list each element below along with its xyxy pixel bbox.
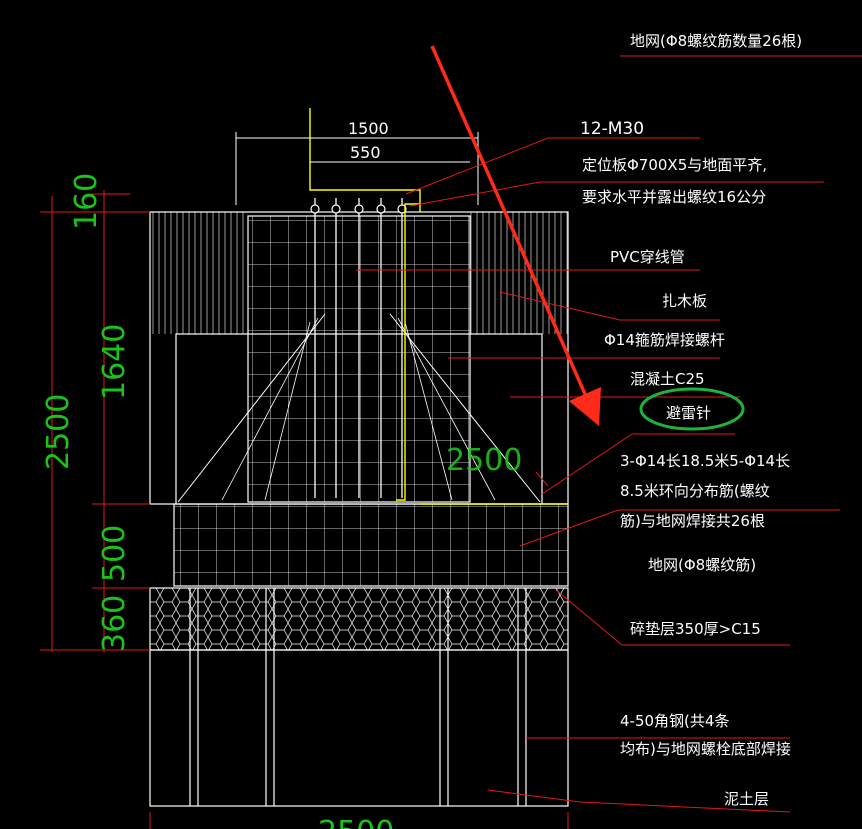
- label-soil: 泥土层: [724, 790, 769, 808]
- label-gravel: 碎垫层350厚>C15: [630, 620, 761, 638]
- label-concrete: 混凝土C25: [630, 370, 705, 388]
- leader-lines: [356, 55, 862, 813]
- dimension-lines: [235, 132, 479, 205]
- label-pvc: PVC穿线管: [610, 248, 685, 266]
- label-ring-line2: 8.5米环向分布筋(螺纹: [620, 482, 770, 500]
- label-ring-line1: 3-Φ14长18.5米5-Φ14长: [620, 452, 790, 470]
- dim-1500: 1500: [348, 119, 389, 138]
- dim-550: 550: [350, 143, 381, 162]
- dim-left-360: 360: [97, 595, 132, 652]
- label-rebar-bolt: Φ14箍筋焊接螺杆: [604, 331, 725, 349]
- foundation-structure: [149, 108, 569, 807]
- dim-mid-2500: 2500: [446, 443, 522, 478]
- dim-left-2500: 2500: [41, 394, 76, 470]
- label-angle-line1: 4-50角钢(共4条: [620, 712, 729, 730]
- dim-left-1640: 1640: [97, 324, 132, 400]
- label-plate-line2: 要求水平并露出螺纹16公分: [582, 188, 766, 206]
- label-ground-net: 地网(Φ8螺纹筋): [648, 556, 756, 574]
- label-ring-line3: 筋)与地网焊接共26根: [620, 512, 765, 530]
- label-plate-line1: 定位板Φ700X5与地面平齐,: [582, 156, 767, 174]
- label-lightning-rod: 避雷针: [666, 404, 711, 422]
- label-ground-net-top: 地网(Φ8螺纹筋数量26根): [630, 32, 802, 50]
- highlight-circle: [639, 387, 745, 431]
- dim-bottom-2500: 2500: [318, 815, 394, 829]
- annotation-arrow: [430, 45, 601, 427]
- dim-left-500: 500: [97, 525, 132, 582]
- dimension-lines-left: [40, 190, 569, 829]
- dim-left-160: 160: [69, 173, 104, 230]
- label-wood: 扎木板: [662, 292, 707, 310]
- label-bolts: 12-M30: [580, 119, 644, 139]
- label-angle-line2: 均布)与地网螺栓底部焊接: [620, 740, 791, 758]
